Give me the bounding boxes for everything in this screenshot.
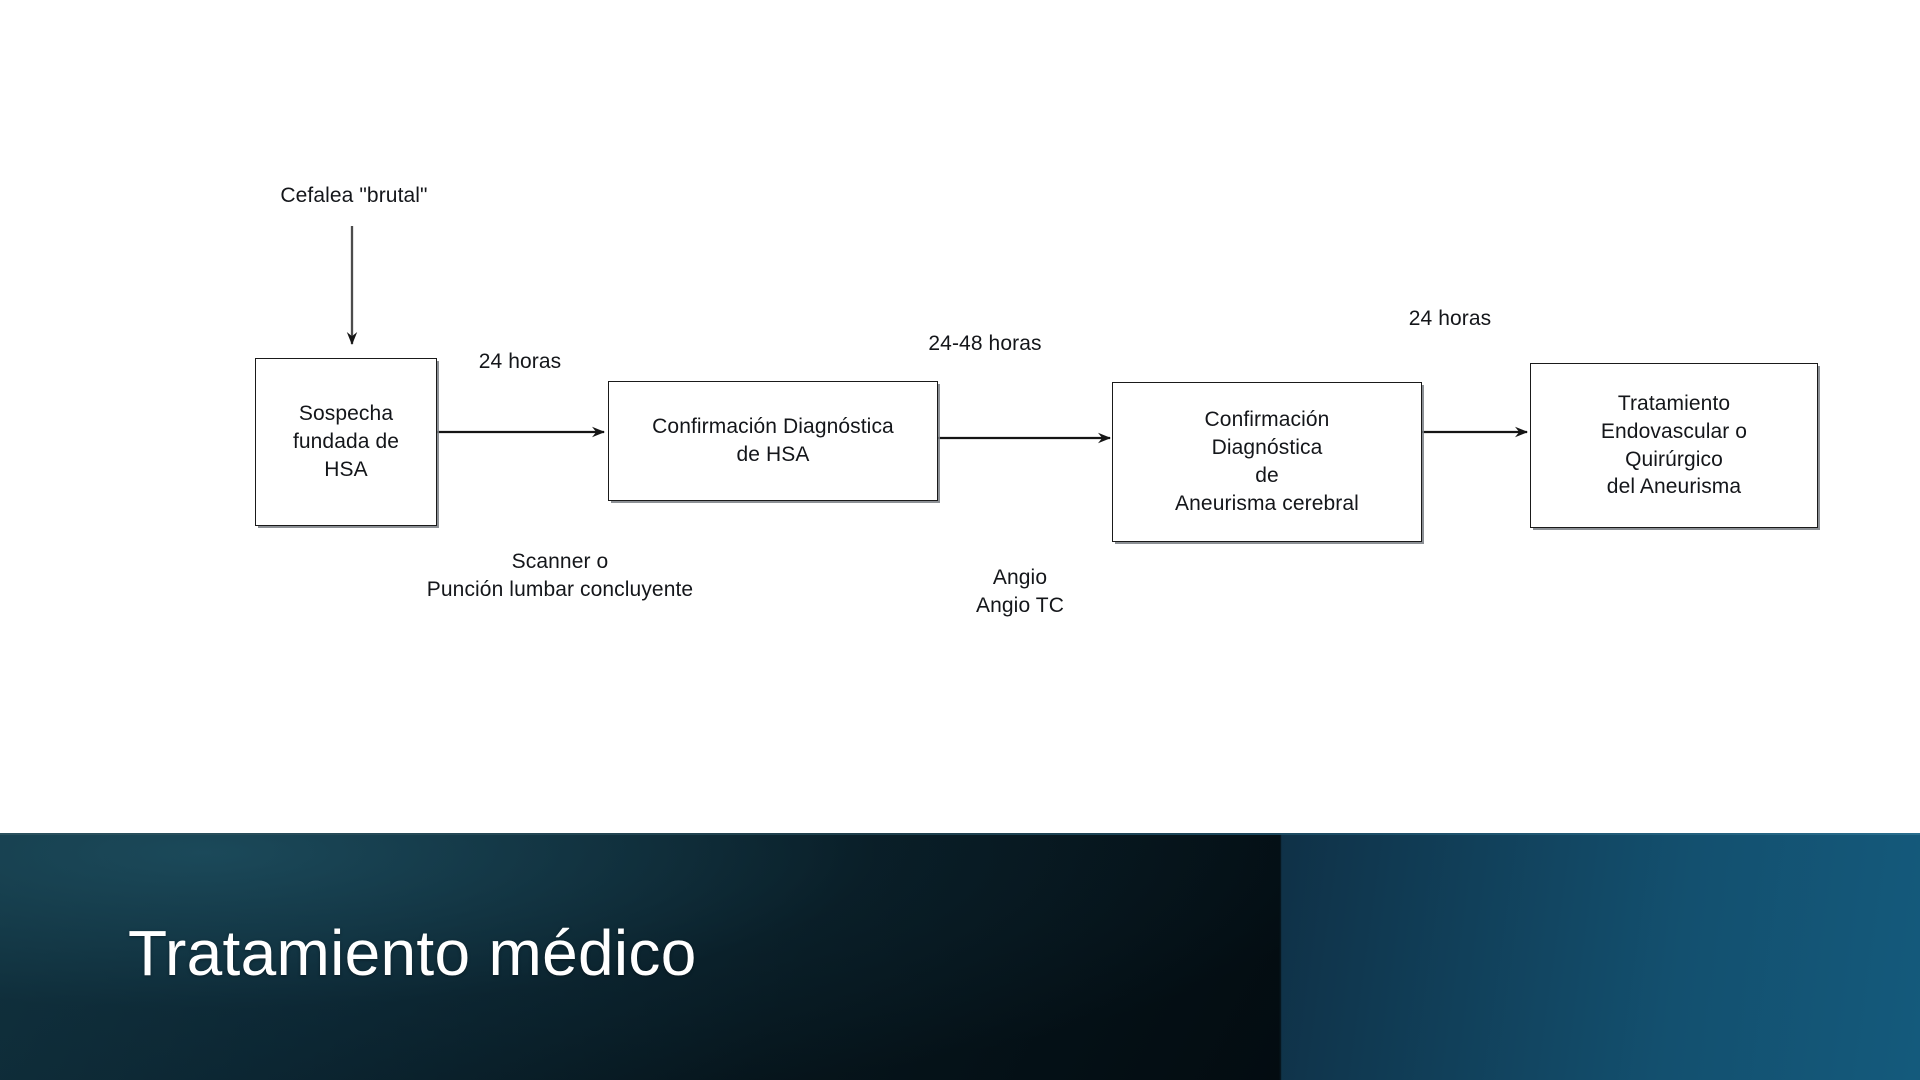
flowchart-label-angio: Angio Angio TC	[976, 566, 1064, 618]
banner-left-panel	[0, 833, 1281, 1080]
banner-right-panel	[1281, 833, 1920, 1080]
slide-title: Tratamiento médico	[128, 917, 697, 989]
flowchart-label-24-horas-1: 24 horas	[478, 350, 562, 373]
slide-content-area: Cefalea "brutal" 24 horas 24-48 horas 24…	[255, 184, 1818, 618]
flowchart-box-tratamiento-text: Tratamiento Endovascular o Quirúrgico de…	[1600, 391, 1748, 499]
flowchart-box-confirmacion-hsa: Confirmación Diagnóstica de HSA	[608, 381, 938, 501]
flowchart-label-24-48-horas: 24-48 horas	[928, 332, 1042, 355]
flowchart-box-confirmacion-hsa-text: Confirmación Diagnóstica de HSA	[652, 415, 894, 466]
flowchart-box-tratamiento: Tratamiento Endovascular o Quirúrgico de…	[1530, 363, 1818, 528]
flowchart-figure: Cefalea "brutal" 24 horas 24-48 horas 24…	[255, 184, 1818, 618]
flowchart-box-sospecha: Sospecha fundada de HSA	[255, 358, 437, 526]
banner-top-edge-line	[0, 833, 1920, 835]
flowchart-label-scanner: Scanner o Punción lumbar concluyente	[426, 550, 694, 602]
flowchart-box-sospecha-text: Sospecha fundada de HSA	[292, 402, 400, 481]
flowchart-label-24-horas-2: 24 horas	[1408, 307, 1492, 330]
flowchart-connectors	[346, 226, 1528, 444]
flowchart-entry-label: Cefalea "brutal"	[280, 184, 428, 207]
flowchart-box-confirmacion-aneurisma: Confirmación Diagnóstica de Aneurisma ce…	[1112, 382, 1422, 542]
slide-title-banner: Tratamiento médico	[0, 833, 1920, 1080]
banner-seam-divider	[1279, 833, 1282, 1080]
flowchart-box-confirmacion-aneurisma-text: Confirmación Diagnóstica de Aneurisma ce…	[1175, 408, 1359, 515]
